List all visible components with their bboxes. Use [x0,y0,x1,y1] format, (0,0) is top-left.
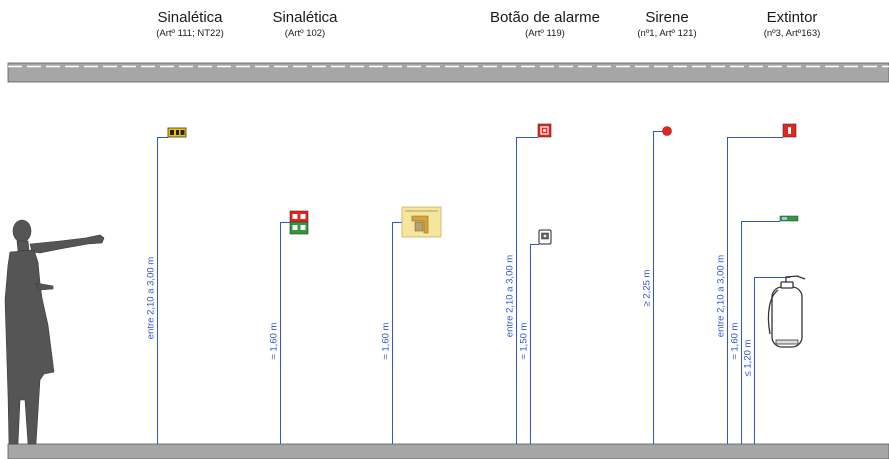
dim-label-alarm-button: ≈ 1,50 m [518,322,530,360]
header-title: Botão de alarme [489,9,601,26]
header-title: Sinalética [272,9,338,26]
header-title: Sinalética [157,9,223,26]
dim-sign-high [157,137,168,444]
dim-sign-mid [280,222,290,444]
alarm-sign-icon [537,123,552,138]
dim-label-sign-mid: ≈ 1,60 m [268,322,280,360]
header-subtitle: (Artº 102) [284,28,326,39]
header-subtitle: (nº3, Artº163) [763,28,821,39]
fire-equipment-sign-icon [289,210,309,235]
dim-alarm-button [530,244,539,444]
dim-label-ext-mid: ≈ 1,60 m [729,322,741,360]
dim-label-ext-high: entre 2,10 a 3,00 m [715,254,727,338]
dim-ext-low [754,277,790,444]
fire-extinguisher-icon [767,275,806,348]
dim-label-siren: ≥ 2,25 m [641,269,653,307]
header-alarm-button: Botão de alarme (Artº 119) [480,8,610,40]
dim-label-sign-high: entre 2,10 a 3,00 m [145,256,157,340]
dim-ext-mid [741,221,780,444]
dim-label-plan-mid: ≈ 1,60 m [380,322,392,360]
header-title: Sirene [645,9,689,26]
person-pointing-silhouette [4,219,105,445]
header-subtitle: (Artº 111; NT22) [156,28,224,39]
dim-alarm-high [516,137,538,444]
siren-icon [662,126,672,136]
dim-label-ext-low: ≤ 1,20 m [742,339,754,377]
header-subtitle: (Artº 119) [525,28,565,39]
exit-sign-icon [167,127,187,138]
ceiling-slab [7,62,889,83]
header-siren: Sirene (nº1, Artº 121) [622,8,712,40]
header-signage-exit: Sinalética (Artº 111; NT22) [145,8,235,40]
header-title: Extintor [766,9,818,26]
dim-label-alarm-high: entre 2,10 a 3,00 m [504,254,516,338]
dim-plan-mid [392,222,402,444]
green-sign-icon [779,215,799,222]
alarm-button-icon [538,229,552,245]
header-subtitle: (nº1, Artº 121) [637,28,697,39]
header-extinguisher: Extintor (nº3, Artº163) [747,8,837,40]
header-signage: Sinalética (Artº 102) [260,8,350,40]
floor-slab [7,443,889,459]
dim-siren [653,131,663,444]
extinguisher-sign-icon [782,123,797,138]
dim-ext-high [727,137,783,444]
evacuation-plan-icon [401,206,442,238]
